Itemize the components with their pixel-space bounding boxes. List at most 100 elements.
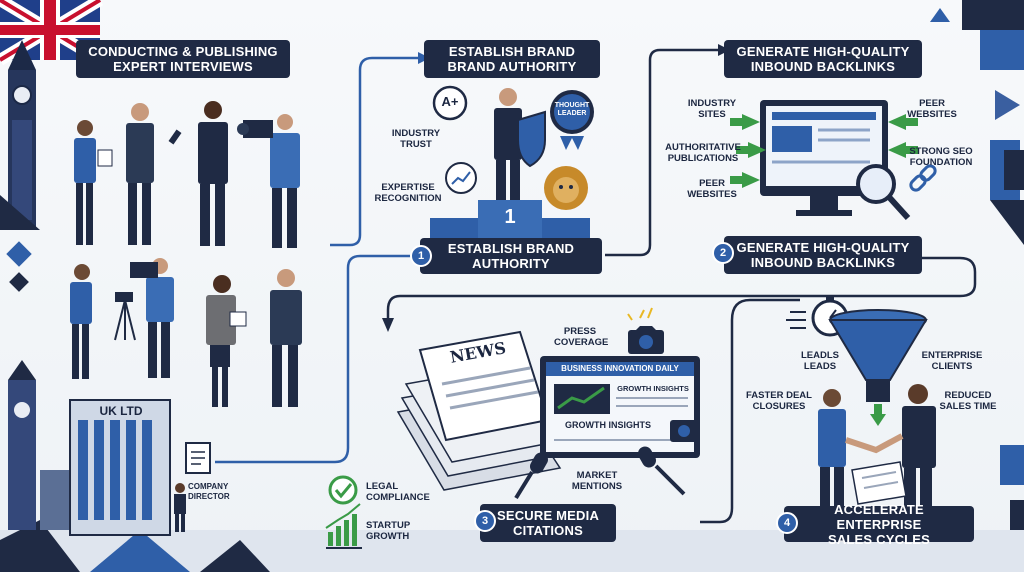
label-line: Websites: [687, 189, 737, 200]
banner-line: Inbound Backlinks: [750, 59, 896, 74]
label-leads: Leadls Leads: [796, 350, 844, 372]
label-reduced-sales-time: Reduced Sales Time: [936, 390, 1000, 412]
step-2-banner: Generate High-Quality Inbound Backlinks: [724, 236, 922, 274]
lion-icon: [544, 166, 588, 210]
banner-line: Inbound Backlinks: [750, 255, 896, 270]
banner-line: Brand Authority: [447, 59, 577, 74]
label-faster-deal-closures: Faster Deal Closures: [744, 390, 814, 412]
microphone-icon: [638, 446, 686, 496]
label-company-director: Company Director: [188, 482, 240, 502]
label-enterprise-clients: Enterprise Clients: [916, 350, 988, 372]
label-line: Publications: [667, 153, 739, 164]
banner-backlinks-top: Generate High-Quality Inbound Backlinks: [724, 40, 922, 78]
step-number-1: 1: [410, 245, 432, 267]
building-sign: UK LTD: [99, 404, 143, 418]
banner-line: Citations: [513, 523, 583, 538]
label-line: Compliance: [366, 492, 430, 503]
label-line: Peer: [699, 178, 725, 189]
microphone-icon: [514, 452, 548, 500]
label-line: Director: [188, 492, 230, 501]
label-line: Leadls: [801, 350, 839, 361]
banner-line: Authority: [472, 256, 550, 271]
big-ben-icon: [8, 40, 36, 230]
flow-connectors: [215, 48, 977, 524]
banner-line: Conducting & Publishing: [88, 44, 278, 59]
tablet-growth-top: Growth Insights: [617, 384, 689, 393]
backlink-arrows: [730, 114, 918, 188]
banner-expert-interviews: Conducting & Publishing Expert Interview…: [76, 40, 290, 78]
label-line: Recognition: [374, 193, 442, 204]
label-peer-websites-left: Peer Websites: [684, 178, 740, 200]
step-number-4: 4: [776, 512, 798, 534]
label-industry-trust: Industry Trust: [388, 128, 444, 150]
label-line: Expertise: [381, 182, 435, 193]
banner-line: Generate High-Quality: [736, 44, 910, 59]
banner-brand-authority-top: Establish Brand Brand Authority: [424, 40, 600, 78]
banner-line: Expert Interviews: [113, 59, 253, 74]
tablet-frame: [540, 356, 700, 458]
step-number-2: 2: [712, 242, 734, 264]
label-line: Peer: [919, 98, 945, 109]
label-line: Trust: [400, 139, 432, 150]
label-line: Reduced: [944, 390, 992, 401]
chart-icon: [445, 162, 477, 194]
banner-line: Generate High-Quality: [736, 240, 910, 255]
label-line: Clients: [931, 361, 973, 372]
step-1-banner: Establish Brand Authority: [420, 238, 602, 274]
step-3-banner: Secure Media Citations: [480, 504, 616, 542]
newspaper-icon: [396, 330, 568, 491]
tablet-headline: Business Innovation Daily: [561, 364, 679, 373]
label-line: Leads: [803, 361, 837, 372]
banner-line: Establish Brand: [447, 241, 575, 256]
union-jack-icon: [0, 0, 104, 66]
magnifier-icon: [856, 164, 911, 221]
handshake-icon: [818, 384, 936, 508]
medal-icon: [550, 90, 594, 150]
banner-line: Establish Brand: [448, 44, 576, 59]
label-authoritative-publications: Authoritative Publications: [660, 142, 746, 164]
shield-icon: [517, 110, 546, 168]
interview-scene: [70, 101, 302, 407]
label-line: Sites: [698, 109, 726, 120]
camera-icon: [627, 307, 664, 354]
banner-line: Accelerate Enterprise: [834, 501, 924, 532]
banner-line: Secure Media: [496, 508, 600, 523]
label-industry-sites: Industry Sites: [684, 98, 740, 120]
label-line: Enterprise: [921, 350, 983, 361]
label-line: Legal: [366, 481, 399, 492]
camera-icon: [670, 420, 700, 442]
step-4-banner: Accelerate Enterprise Sales Cycles: [784, 502, 974, 547]
label-line: Closures: [752, 401, 806, 412]
label-legal-compliance: Legal Compliance: [366, 481, 440, 503]
label-line: Leader: [557, 110, 587, 117]
grade-badge-text: A+: [441, 94, 459, 109]
uk-ltd-building: [69, 399, 171, 536]
label-peer-websites-right: Peer Websites: [904, 98, 960, 120]
tablet-growth-main: Growth Insights: [565, 420, 651, 430]
label-line: Sales Time: [939, 401, 997, 412]
label-line: Industry: [687, 98, 737, 109]
document-icon: [185, 442, 211, 474]
podium-icon: [430, 88, 590, 238]
label-expertise-recognition: Expertise Recognition: [370, 182, 446, 204]
grade-badge: [432, 85, 468, 121]
label-line: Authoritative: [665, 142, 741, 153]
label-line: Industry: [391, 128, 441, 139]
checkmark-icon: [328, 475, 358, 505]
label-line: Thought: [554, 102, 590, 109]
label-line: Foundation: [909, 157, 973, 168]
label-line: Growth: [366, 531, 410, 542]
label-line: Faster Deal: [746, 390, 812, 401]
label-line: Startup: [366, 520, 411, 531]
chain-link-icon: [909, 164, 937, 192]
label-line: Strong SEO: [909, 146, 973, 157]
label-line: Market: [576, 470, 618, 481]
label-press-coverage: Press Coverage: [554, 326, 608, 348]
company-director-figure: [174, 483, 186, 532]
chart-icon: [325, 503, 362, 549]
label-line: Mentions: [571, 481, 623, 492]
label-strong-seo-foundation: Strong SEO Foundation: [906, 146, 976, 168]
label-line: Company: [188, 482, 229, 491]
